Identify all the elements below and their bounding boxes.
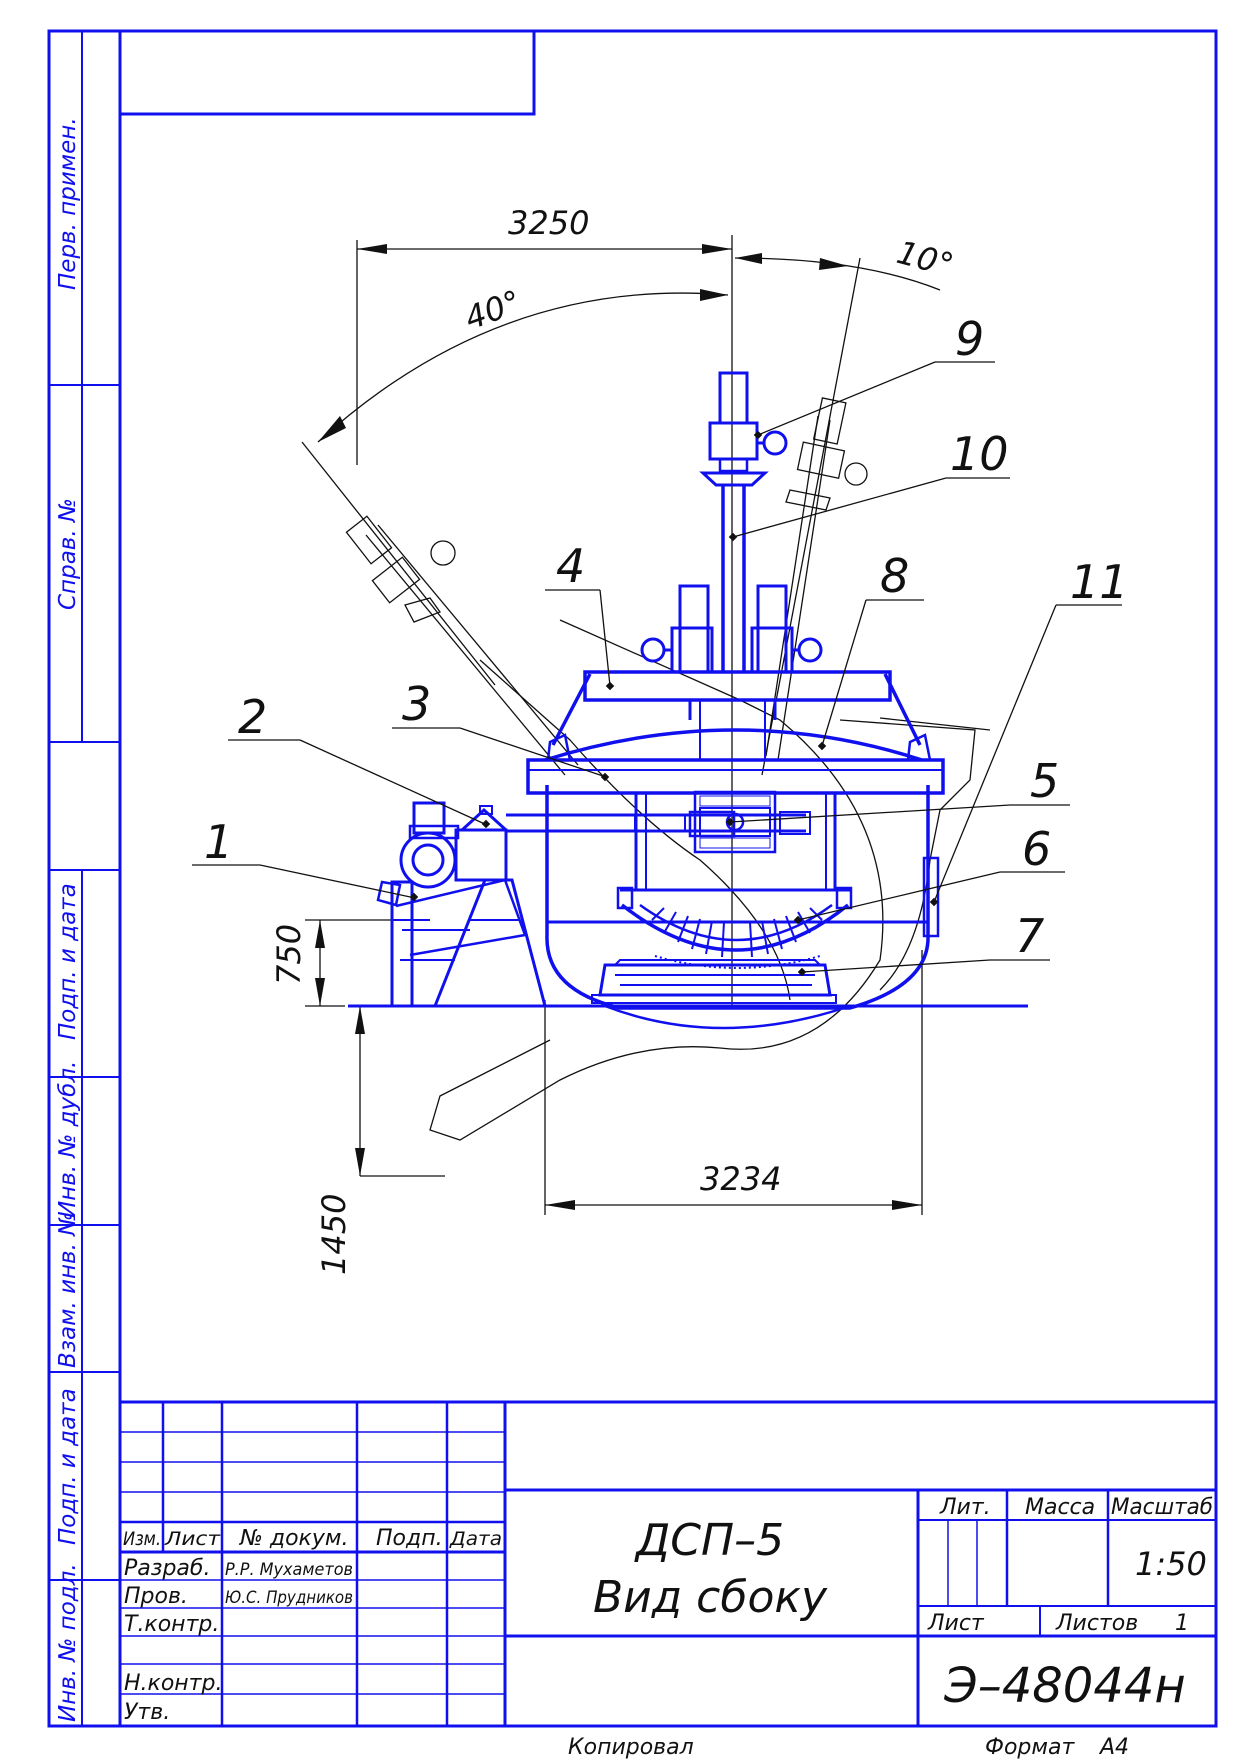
callout-4: 4 (556, 539, 585, 593)
tb-header-doc: № докум. (239, 1526, 348, 1551)
tb-role-tkontr: Т.контр. (124, 1612, 219, 1637)
format-value: А4 (1098, 1735, 1129, 1760)
tb-header-list: Лист (164, 1528, 221, 1550)
dim-10-deg: 10° (893, 233, 958, 284)
stamp-vzam-inv: Взам. инв. № (55, 1212, 81, 1368)
callout-9: 9 (955, 312, 984, 366)
tb-sheets-label: Листов (1055, 1611, 1138, 1636)
dim-3250: 3250 (508, 204, 589, 242)
stamp-podp-data-2: Подп. и дата (55, 1388, 81, 1545)
tb-header-date: Дата (449, 1528, 502, 1550)
callout-7: 7 (1015, 909, 1044, 963)
tb-name-razrab: Р.Р. Мухаметов (225, 1560, 353, 1580)
tb-mass-label: Масса (1025, 1495, 1095, 1520)
tb-header-podp: Подп. (376, 1526, 443, 1551)
drawing-frame (47, 29, 1218, 1728)
callout-2: 2 (238, 690, 267, 744)
tb-role-razrab: Разраб. (124, 1556, 210, 1581)
central-electrode-mast (699, 371, 788, 760)
tilted-electrode-ghost-left (345, 515, 579, 776)
furnace-top-ring (526, 758, 945, 795)
callout-leaders: 1 2 3 4 5 6 7 8 (192, 312, 1129, 977)
dimension-lines: 3250 40° 10° 750 1450 3234 (270, 204, 958, 1275)
callout-5: 5 (1030, 754, 1059, 808)
tb-doc-code: Э–48044н (943, 1658, 1186, 1714)
tb-header-izm: Изм. (123, 1528, 161, 1550)
tilting-cradle (591, 959, 837, 1004)
callout-10: 10 (950, 427, 1009, 481)
furnace-roof (544, 670, 932, 762)
callout-11: 11 (1070, 555, 1129, 609)
stamp-inv-dubl: Инв. № дубл. (55, 1061, 81, 1218)
tb-sheets-value: 1 (1175, 1611, 1189, 1636)
tb-role-prov: Пров. (124, 1584, 188, 1609)
callout-3: 3 (402, 677, 431, 731)
side-stamp-labels: Перв. примен. Справ. № Подп. и дата Инв.… (55, 117, 81, 1722)
title-block: Изм. Лист № докум. Подп. Дата Разраб. Пр… (120, 1400, 1216, 1726)
tilted-furnace-ghost (429, 619, 991, 1141)
callout-1: 1 (204, 815, 233, 869)
tb-lit-label: Лит. (939, 1495, 991, 1520)
dim-750: 750 (270, 924, 308, 985)
tb-scale-label: Масштаб (1111, 1495, 1213, 1520)
tb-role-utv: Утв. (124, 1700, 170, 1725)
tb-title-line2: Вид сбоку (593, 1572, 828, 1623)
furnace-main-view (348, 371, 1028, 1030)
stamp-perv-primen: Перв. примен. (55, 117, 81, 290)
tilt-drive-mechanism (376, 801, 811, 1008)
dim-40-deg: 40° (460, 282, 526, 337)
stamp-inv-podl: Инв. № подл. (55, 1563, 81, 1722)
callout-8: 8 (880, 549, 909, 603)
tb-role-nkontr: Н.контр. (124, 1671, 222, 1696)
tb-name-prov: Ю.С. Прудников (225, 1588, 353, 1608)
format-label: Формат (985, 1735, 1075, 1760)
electrode-holders (640, 584, 823, 720)
tb-title-line1: ДСП–5 (634, 1515, 784, 1566)
bottom-margin-labels: Копировал Формат А4 (568, 1735, 1129, 1760)
dim-1450: 1450 (315, 1194, 353, 1275)
cradle-ribs (651, 907, 823, 958)
stamp-podp-data-1: Подп. и дата (55, 883, 81, 1040)
tb-scale-value: 1:50 (1135, 1545, 1207, 1583)
callout-6: 6 (1022, 822, 1051, 876)
furnace-bath (616, 793, 853, 969)
tb-sheet-label: Лист (927, 1611, 985, 1636)
regulator-unit (693, 790, 777, 854)
copied-label: Копировал (568, 1735, 694, 1760)
dim-3234: 3234 (700, 1160, 781, 1198)
stamp-sprav-no: Справ. № (55, 498, 81, 610)
furnace-shell (545, 785, 940, 1030)
